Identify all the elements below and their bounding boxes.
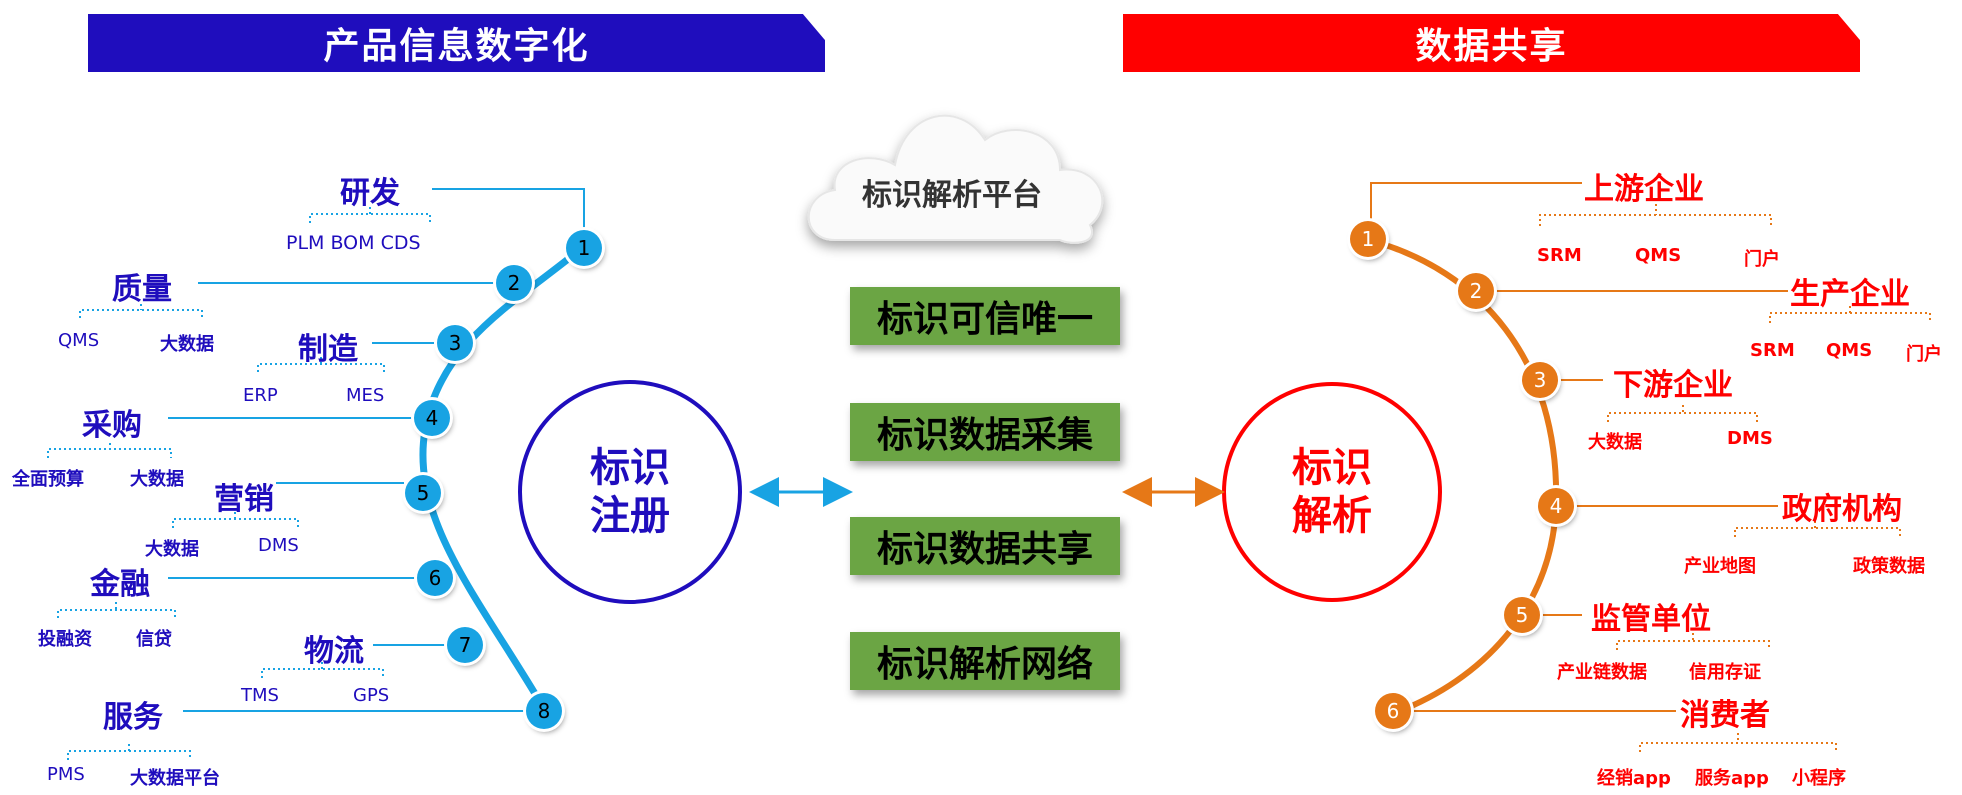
left-brackets bbox=[47, 207, 431, 760]
resolve-line-1: 标识 bbox=[1292, 445, 1372, 491]
left-sub-proc-2: 大数据 bbox=[130, 469, 184, 490]
right-sub-gov-1: 产业地图 bbox=[1684, 556, 1756, 577]
feature-box-3: 标识数据共享 bbox=[850, 517, 1120, 575]
left-node-2: 2 bbox=[496, 265, 532, 301]
right-node-3: 3 bbox=[1522, 362, 1558, 398]
right-sub-up-3: 门户 bbox=[1744, 249, 1780, 270]
left-label-finance: 金融 bbox=[90, 567, 150, 602]
right-sub-prod-2: QMS bbox=[1826, 340, 1873, 361]
right-sub-con-3: 小程序 bbox=[1792, 768, 1846, 789]
left-node-3: 3 bbox=[437, 325, 473, 361]
left-arc bbox=[419, 243, 587, 711]
left-node-4: 4 bbox=[414, 400, 450, 436]
left-label-service: 服务 bbox=[103, 700, 163, 735]
left-sub-rd: PLM BOM CDS bbox=[286, 232, 421, 254]
right-sub-up-2: QMS bbox=[1635, 245, 1682, 266]
register-line-1: 标识 bbox=[590, 445, 670, 491]
right-sub-reg-2: 信用存证 bbox=[1689, 662, 1761, 683]
left-sub-svc-1: PMS bbox=[47, 764, 85, 785]
register-line-2: 注册 bbox=[590, 493, 670, 539]
left-node-5: 5 bbox=[405, 475, 441, 511]
left-sub-quality-1: QMS bbox=[58, 330, 100, 351]
right-label-upstream: 上游企业 bbox=[1584, 172, 1704, 207]
left-sub-fin-1: 投融资 bbox=[38, 629, 92, 650]
left-label-marketing: 营销 bbox=[214, 482, 274, 517]
left-label-procurement: 采购 bbox=[82, 408, 142, 443]
left-label-manufacturing: 制造 bbox=[298, 332, 358, 367]
right-label-downstream: 下游企业 bbox=[1613, 368, 1733, 403]
left-sub-log-2: GPS bbox=[353, 685, 390, 706]
right-node-1: 1 bbox=[1350, 221, 1386, 257]
right-sub-con-2: 服务app bbox=[1695, 768, 1769, 789]
register-circle-label: 标识 注册 bbox=[590, 444, 670, 540]
left-sub-mkt-2: DMS bbox=[258, 535, 299, 556]
left-label-quality: 质量 bbox=[112, 272, 172, 307]
right-sub-prod-3: 门户 bbox=[1906, 344, 1942, 365]
right-sub-down-2: DMS bbox=[1727, 428, 1773, 449]
feature-box-1: 标识可信唯一 bbox=[850, 287, 1120, 345]
left-sub-mfg-1: ERP bbox=[243, 385, 278, 406]
right-label-government: 政府机构 bbox=[1782, 492, 1902, 527]
left-node-1: 1 bbox=[566, 230, 602, 266]
right-node-5: 5 bbox=[1504, 597, 1540, 633]
right-sub-prod-1: SRM bbox=[1750, 340, 1795, 361]
right-node-4: 4 bbox=[1538, 488, 1574, 524]
left-sub-mfg-2: MES bbox=[346, 385, 385, 406]
feature-box-2: 标识数据采集 bbox=[850, 403, 1120, 461]
left-sub-mkt-1: 大数据 bbox=[145, 539, 199, 560]
left-sub-fin-2: 信贷 bbox=[136, 629, 172, 650]
cloud-platform-label: 标识解析平台 bbox=[862, 178, 1042, 213]
right-banner: 数据共享 bbox=[1123, 14, 1860, 72]
right-brackets bbox=[1539, 204, 1931, 752]
left-node-7: 7 bbox=[447, 627, 483, 663]
right-label-regulator: 监管单位 bbox=[1591, 602, 1711, 637]
right-label-producer: 生产企业 bbox=[1790, 277, 1910, 312]
left-sub-proc-1: 全面预算 bbox=[12, 469, 84, 490]
register-circle bbox=[518, 380, 742, 604]
right-sub-con-1: 经销app bbox=[1597, 768, 1671, 789]
left-node-6: 6 bbox=[417, 560, 453, 596]
right-sub-up-1: SRM bbox=[1537, 245, 1582, 266]
right-sub-gov-2: 政策数据 bbox=[1853, 556, 1925, 577]
left-label-logistics: 物流 bbox=[304, 634, 364, 669]
right-arc bbox=[1366, 237, 1560, 715]
left-node-8: 8 bbox=[526, 693, 562, 729]
resolve-line-2: 解析 bbox=[1292, 493, 1372, 539]
resolve-circle-label: 标识 解析 bbox=[1290, 444, 1374, 540]
feature-box-4: 标识解析网络 bbox=[850, 632, 1120, 690]
left-label-rd: 研发 bbox=[340, 176, 400, 211]
left-sub-quality-2: 大数据 bbox=[160, 334, 214, 355]
left-sub-svc-2: 大数据平台 bbox=[130, 768, 220, 789]
right-sub-reg-1: 产业链数据 bbox=[1557, 662, 1647, 683]
right-node-2: 2 bbox=[1458, 273, 1494, 309]
left-sub-log-1: TMS bbox=[241, 685, 279, 706]
left-banner: 产品信息数字化 bbox=[88, 14, 825, 72]
right-node-6: 6 bbox=[1375, 693, 1411, 729]
right-connectors bbox=[1370, 182, 1788, 712]
cloud-shape bbox=[807, 114, 1104, 244]
left-connectors bbox=[168, 188, 585, 712]
right-sub-down-1: 大数据 bbox=[1588, 432, 1642, 453]
right-label-consumer: 消费者 bbox=[1680, 698, 1770, 733]
